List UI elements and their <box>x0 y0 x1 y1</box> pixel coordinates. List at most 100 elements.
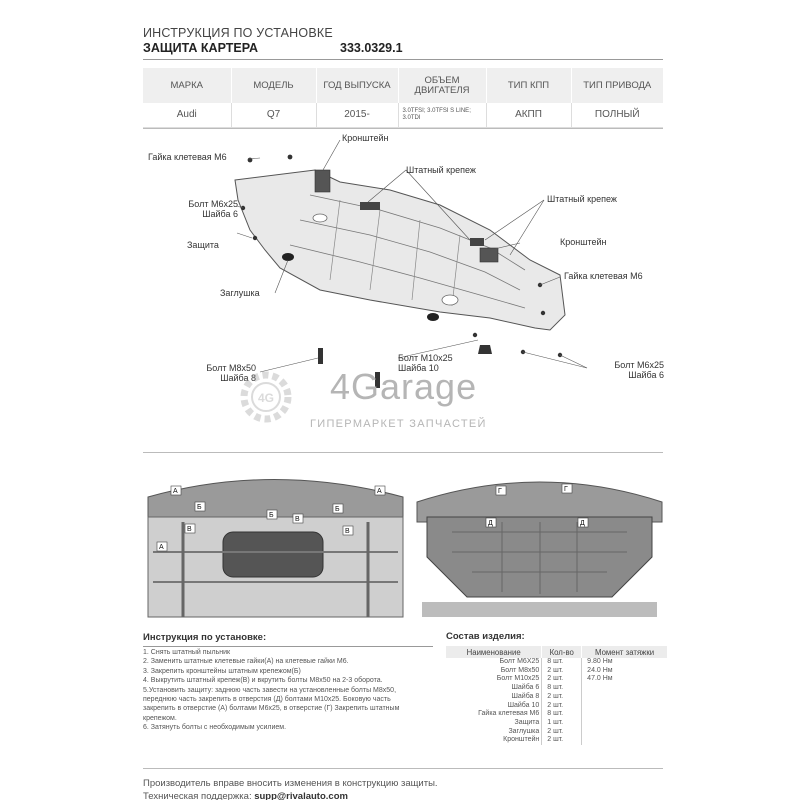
component-qty: 2 шт. <box>541 692 582 702</box>
col-header-make: МАРКА <box>143 68 232 103</box>
component-name: Шайба 10 <box>507 701 540 709</box>
installation-photo-front: А Б В А Б В А Б В <box>143 462 408 622</box>
component-qty: 2 шт. <box>541 736 582 746</box>
component-name: Гайка клетевая М6 <box>478 710 540 718</box>
component-name: Болт М6Х25 <box>499 658 540 665</box>
list-item: 5.Установить защиту: заднюю часть завест… <box>143 686 397 694</box>
component-torque <box>581 710 668 719</box>
col-header-gearbox: ТИП КПП <box>486 68 572 103</box>
col-header-engine: ОБЪЕМ ДВИГАТЕЛЯ <box>398 68 487 103</box>
photo-marker-a: А <box>173 488 178 495</box>
support-label: Техническая поддержка: <box>143 791 252 800</box>
component-torque <box>581 736 668 746</box>
list-item: переднюю часть закрепить в отверстия (Д)… <box>143 695 391 703</box>
component-name: Болт М10х25 <box>496 675 540 683</box>
photo-marker-b: Б <box>197 504 202 511</box>
cell-drive: ПОЛНЫЙ <box>571 103 663 128</box>
label-stock-fastener-2: Штатный крепеж <box>547 194 617 204</box>
list-item: 3. Закрепить кронштейны штатным крепежом… <box>143 667 301 675</box>
label-bolt-m8-line2: Шайба 8 <box>220 373 256 384</box>
photo-marker-d: Д <box>488 520 493 527</box>
label-bolt-m6-left-line1: Болт М6х25 <box>188 199 238 209</box>
vehicle-spec-table: МАРКА МОДЕЛЬ ГОД ВЫПУСКА ОБЪЕМ ДВИГАТЕЛЯ… <box>143 68 663 128</box>
col-header-model: МОДЕЛЬ <box>231 68 317 103</box>
label-skid-plate: Защита <box>187 240 219 250</box>
component-qty: 2 шт. <box>541 675 582 685</box>
label-bracket-right: Кронштейн <box>560 237 607 247</box>
label-bolt-m10-line1: Болт М10х25 <box>398 353 453 363</box>
label-cage-nut-right: Гайка клетевая М6 <box>564 271 643 281</box>
component-torque <box>581 684 668 693</box>
product-code: 333.0329.1 <box>340 41 403 55</box>
label-bolt-m8: Болт М8х50 Шайба 8 <box>188 363 256 384</box>
component-name: Шайба 6 <box>511 684 540 692</box>
watermark-gear-logo: 4G <box>240 371 292 423</box>
label-bolt-m8-line1: Болт М8х50 <box>206 363 256 373</box>
photo-marker-d: Д <box>580 520 585 527</box>
cell-engine: 3.0TFSI; 3.0TFSI S LINE; 3.0TDI <box>398 103 487 128</box>
watermark-tagline: ГИПЕРМАРКЕТ ЗАПЧАСТЕЙ <box>310 418 487 430</box>
label-bolt-m6-right-line1: Болт М6х25 <box>614 360 664 370</box>
list-item: 6. Затянуть болты с необходимым усилием. <box>143 724 287 731</box>
cell-make: Audi <box>143 103 232 128</box>
component-qty: 1 шт. <box>541 718 582 728</box>
component-qty: 2 шт. <box>541 727 582 737</box>
component-name: Шайба 8 <box>511 692 540 700</box>
skid-plate-shape <box>234 169 566 331</box>
label-bolt-m10-line2: Шайба 10 <box>398 363 439 374</box>
component-torque: 47.0 Нм <box>581 675 668 685</box>
component-torque <box>581 727 668 737</box>
list-item: 4. Выкрутить штатный крепеж(В) и вкрутит… <box>143 677 383 685</box>
photo-marker-a: А <box>159 544 164 551</box>
col-header-qty: Кол-во <box>541 646 583 658</box>
instructions-divider <box>143 646 433 647</box>
component-torque <box>581 701 668 711</box>
label-bolt-m6-right-line2: Шайба 6 <box>628 370 664 381</box>
photo-marker-g: Г <box>498 488 502 495</box>
component-qty: 2 шт. <box>541 666 582 676</box>
product-name: ЗАЩИТА КАРТЕРА <box>143 41 258 55</box>
component-torque: 9.80 Нм <box>581 658 668 667</box>
component-qty: 2 шт. <box>541 701 582 711</box>
components-table: Наименование Кол-во Момент затяжки Болт … <box>446 646 668 746</box>
component-torque <box>581 692 668 702</box>
component-torque: 24.0 Нм <box>581 666 668 676</box>
label-bolt-m6-left-line2: Шайба 6 <box>202 209 238 220</box>
document-title: ИНСТРУКЦИЯ ПО УСТАНОВКЕ <box>143 26 333 40</box>
leader-lines <box>236 140 588 373</box>
label-bolt-m10: Болт М10х25 Шайба 10 <box>398 353 453 374</box>
photo-marker-v: В <box>295 516 300 523</box>
component-name: Кронштейн <box>503 736 540 744</box>
watermark-logo-text: 4G <box>258 391 274 405</box>
component-qty: 8 шт. <box>541 684 582 693</box>
instructions-list: 1. Снять штатный пыльник 2. Заменить шта… <box>143 648 435 732</box>
section-divider <box>143 452 663 453</box>
component-torque <box>581 718 668 728</box>
col-header-name: Наименование <box>446 646 543 658</box>
list-item: закрепить в отверстие (А) болтами М6х25,… <box>143 705 400 713</box>
label-bracket-top: Кронштейн <box>342 133 389 143</box>
label-cage-nut-left: Гайка клетевая М6 <box>148 152 227 162</box>
component-qty: 8 шт. <box>541 658 582 667</box>
cell-model: Q7 <box>231 103 317 128</box>
label-bolt-m6-right: Болт М6х25 Шайба 6 <box>588 360 664 381</box>
photo-marker-v: В <box>187 526 192 533</box>
instructions-title: Инструкция по установке: <box>143 632 267 643</box>
component-name: Защита <box>514 718 540 726</box>
watermark-brand: 4Garage <box>330 366 478 407</box>
list-item: 2. Заменить штатные клетевые гайки(А) на… <box>143 658 349 666</box>
support-email-link[interactable]: supp@rivalauto.com <box>254 791 348 800</box>
label-bolt-m6-left: Болт М6х25 Шайба 6 <box>152 199 238 220</box>
photo-marker-v: В <box>345 528 350 535</box>
col-header-year: ГОД ВЫПУСКА <box>316 68 399 103</box>
list-item: крепежом. <box>143 714 177 722</box>
